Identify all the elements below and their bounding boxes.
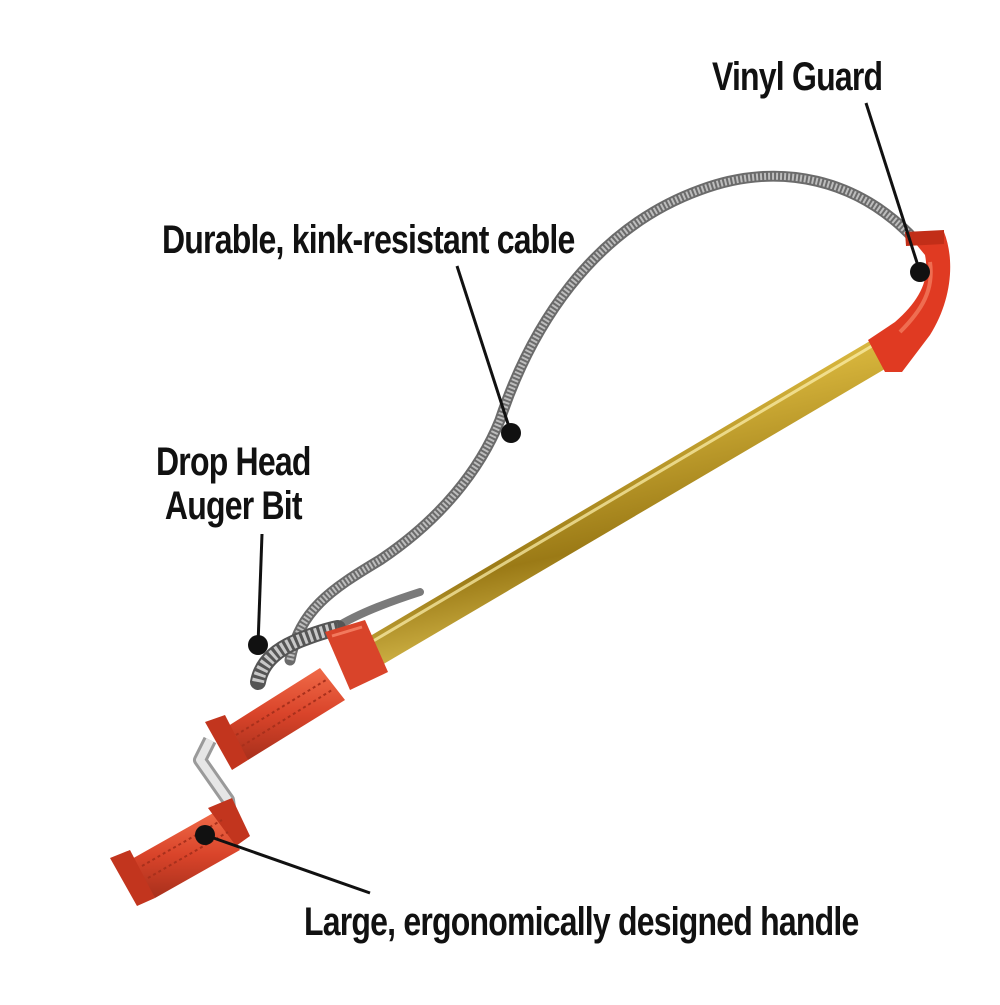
leader-vinyl-guard (864, 102, 930, 282)
label-drop-head-line1: Drop Head (156, 440, 311, 484)
leader-handle (195, 825, 371, 895)
label-cable: Durable, kink-resistant cable (162, 218, 575, 262)
upper-grip (205, 668, 345, 770)
label-handle: Large, ergonomically designed handle (304, 900, 859, 944)
leader-drop-head (248, 533, 268, 655)
label-drop-head-auger-bit: Drop Head Auger Bit (156, 440, 311, 528)
auger-bit (250, 620, 346, 690)
lower-handle (110, 798, 250, 906)
tube (355, 338, 890, 672)
label-drop-head-line2: Auger Bit (164, 484, 303, 528)
label-vinyl-guard: Vinyl Guard (712, 55, 883, 99)
collar (325, 620, 388, 690)
vinyl-guard (868, 230, 951, 372)
leader-cable (455, 265, 521, 443)
